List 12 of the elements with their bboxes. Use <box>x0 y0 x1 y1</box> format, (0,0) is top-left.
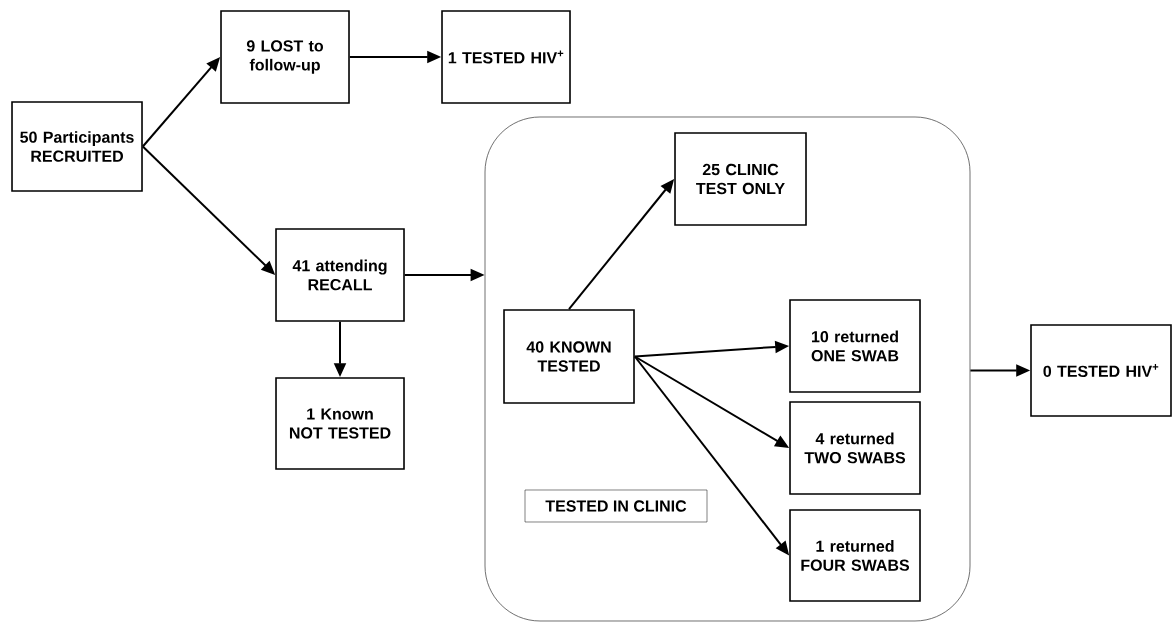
process-box: 1 TESTED HIV$^{+}$ <box>441 10 571 104</box>
process-box: 50 Participants RECRUITED <box>11 101 143 192</box>
process-box: 25 CLINIC TEST ONLY <box>674 132 807 226</box>
process-box: 9 LOST to follow-up <box>220 10 350 104</box>
process-box: 1 Known NOT TESTED <box>275 377 405 470</box>
process-box: 10 returned ONE SWAB <box>789 299 921 393</box>
group-label: TESTED IN CLINIC <box>524 489 708 523</box>
process-box: 4 returned TWO SWABS <box>789 401 921 495</box>
process-box: 0 TESTED HIV$^{+}$ <box>1030 324 1172 417</box>
process-box: 41 attending RECALL <box>275 228 405 322</box>
process-box: 1 returned FOUR SWABS <box>789 509 921 602</box>
process-box: 40 KNOWN TESTED <box>503 309 635 404</box>
